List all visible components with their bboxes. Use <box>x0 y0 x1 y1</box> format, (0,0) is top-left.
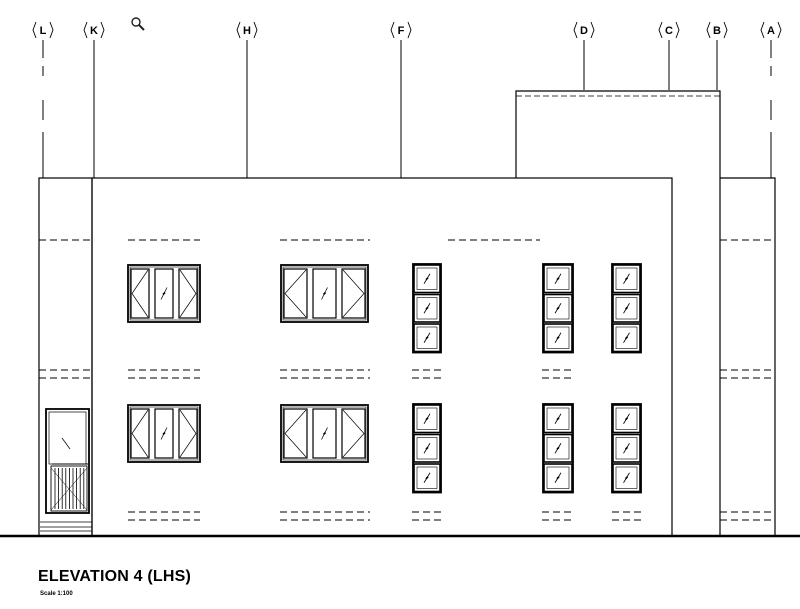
window-stack <box>412 403 442 494</box>
casement-window <box>127 404 201 463</box>
entrance-door <box>45 408 90 514</box>
grid-lines <box>42 40 772 178</box>
grid-bubble-F: F <box>390 21 412 39</box>
grid-bubble-H: H <box>236 21 258 39</box>
window-stack <box>611 263 642 354</box>
window-stack <box>542 263 574 354</box>
grid-bubble-C: C <box>658 21 680 39</box>
grid-label: H <box>243 25 251 37</box>
magnifier-icon[interactable] <box>130 16 146 32</box>
grid-bubble-L: L <box>32 21 54 39</box>
grid-bubble-D: D <box>573 21 595 39</box>
casement-window <box>280 264 369 323</box>
grid-bubble-K: K <box>83 21 105 39</box>
grid-label: B <box>713 25 721 37</box>
grid-label: F <box>398 25 405 37</box>
window-stack <box>412 263 442 354</box>
hidden-lines <box>39 239 775 521</box>
grid-bubble-B: B <box>706 21 728 39</box>
grid-label: A <box>767 25 775 37</box>
window-stack <box>611 403 642 494</box>
windows-layer <box>127 263 642 494</box>
entrance-steps <box>40 521 92 532</box>
grid-bubble-A: A <box>760 21 782 39</box>
grid-label: D <box>580 25 588 37</box>
casement-window <box>280 404 369 463</box>
grid-label: K <box>90 25 98 37</box>
drawing-scale: Scale 1:100 <box>40 591 73 597</box>
grid-label: L <box>40 25 47 37</box>
window-stack <box>542 403 574 494</box>
casement-window <box>127 264 201 323</box>
drawing-title: ELEVATION 4 (LHS) <box>38 568 192 585</box>
grid-label: C <box>665 25 673 37</box>
